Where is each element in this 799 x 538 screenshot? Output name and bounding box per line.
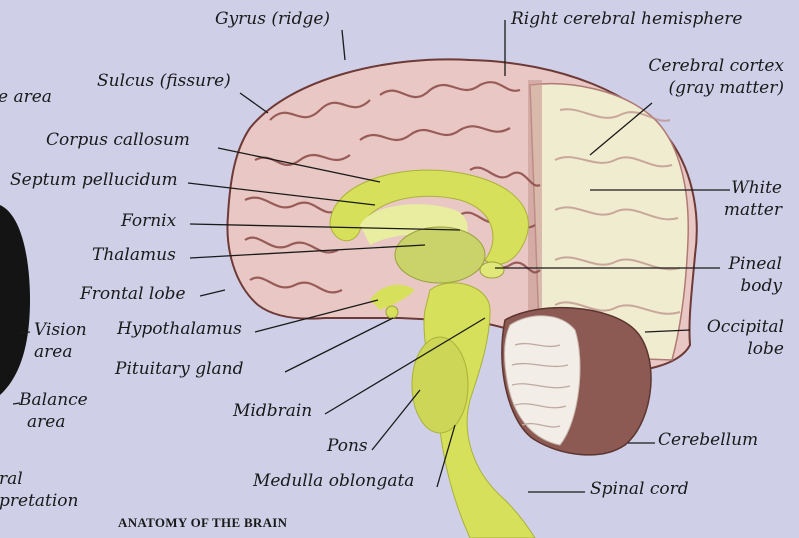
label-midbrain: Midbrain (233, 402, 312, 421)
label-pons: Pons (327, 437, 368, 456)
label-matter: matter (724, 201, 782, 220)
label-vision: Vision (34, 321, 87, 340)
label-fornix: Fornix (121, 212, 176, 231)
label-balance-area: area (27, 413, 65, 432)
label-cut-left-2: pretation (0, 492, 79, 511)
pineal-body (480, 262, 504, 278)
left-inset-silhouette (0, 205, 30, 395)
diagram-caption: ANATOMY OF THE BRAIN (118, 515, 287, 531)
label-thalamus: Thalamus (92, 246, 176, 265)
label-lobe: lobe (747, 340, 784, 359)
label-body: body (740, 277, 782, 296)
pituitary-gland (386, 306, 398, 318)
label-pituitary-gland: Pituitary gland (115, 360, 243, 379)
label-balance: Balance (19, 391, 88, 410)
label-cut-left-1: ral (0, 470, 23, 489)
pons (412, 337, 468, 433)
label-gray-matter: (gray matter) (668, 79, 784, 98)
label-septum-pellucidum: Septum pellucidum (10, 171, 178, 190)
thalamus (395, 227, 485, 283)
label-vision-area: area (34, 343, 72, 362)
label-gyrus: Gyrus (ridge) (215, 10, 330, 29)
label-area-cut: e area (0, 88, 52, 107)
label-spinal-cord: Spinal cord (590, 480, 689, 499)
label-white: White (731, 179, 782, 198)
label-cerebellum: Cerebellum (658, 431, 758, 450)
label-corpus-callosum: Corpus callosum (46, 131, 190, 150)
label-occipital: Occipital (707, 318, 784, 337)
label-pineal: Pineal (729, 255, 782, 274)
label-sulcus: Sulcus (fissure) (97, 72, 231, 91)
label-cerebral-cortex: Cerebral cortex (648, 57, 784, 76)
label-right-hemisphere: Right cerebral hemisphere (511, 10, 742, 29)
label-frontal-lobe: Frontal lobe (80, 285, 186, 304)
label-hypothalamus: Hypothalamus (117, 320, 242, 339)
label-medulla-oblongata: Medulla oblongata (253, 472, 414, 491)
